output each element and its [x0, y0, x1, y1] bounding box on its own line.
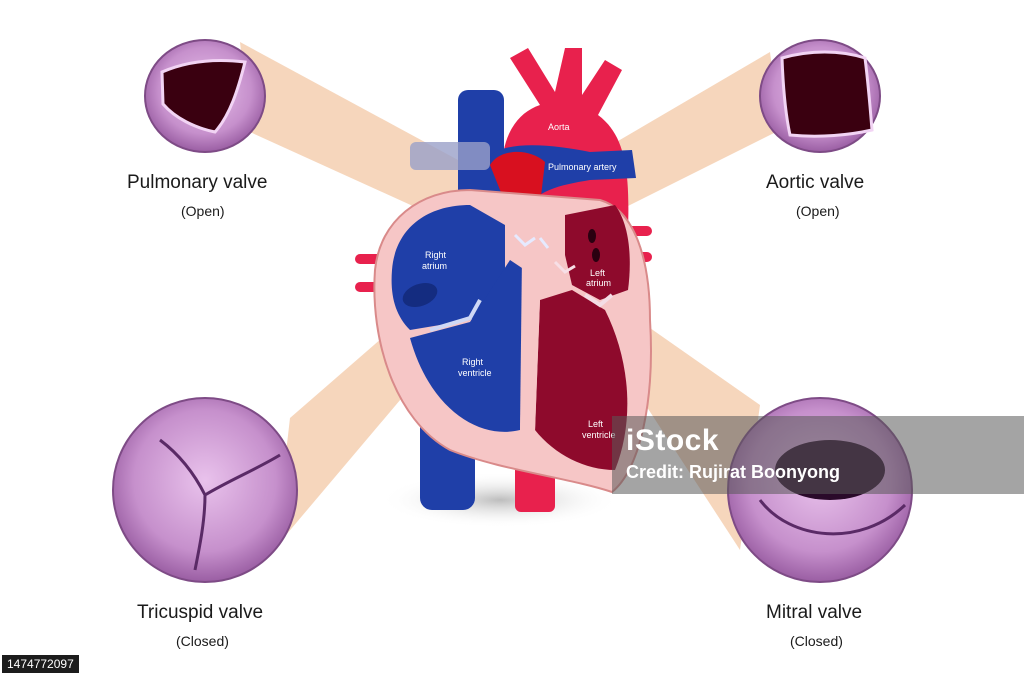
watermark-brand: iStock — [626, 424, 720, 457]
stock-id-badge: 1474772097 — [2, 655, 79, 673]
tricuspid-closure-lines — [159, 438, 281, 571]
label-right-ventricle-line2: ventricle — [458, 368, 492, 378]
tricuspid-valve-title: Tricuspid valve — [137, 602, 264, 623]
label-pulmonary-artery: Pulmonary artery — [548, 162, 617, 172]
label-right-atrium-line1: Right — [425, 250, 447, 260]
aortic-valve-opening — [780, 50, 874, 138]
pulmonary-connector — [240, 42, 495, 232]
left-atrium-opening-2 — [592, 248, 600, 262]
septum — [520, 255, 540, 432]
label-right-atrium-line2: atrium — [422, 261, 447, 271]
heart-body — [373, 188, 652, 494]
left-atrium-opening-1 — [588, 229, 596, 243]
mitral-valve-marker — [583, 293, 614, 308]
left-ventricle — [535, 290, 628, 470]
label-left-atrium-line1: Left — [590, 268, 606, 278]
label-left-atrium-line2: atrium — [586, 278, 611, 288]
label-right-ventricle-line1: Right — [462, 357, 484, 367]
pulmonary-branch-left — [410, 142, 490, 170]
tricuspid-valve-marker — [429, 299, 482, 332]
pulmonary-valve-state: (Open) — [181, 203, 225, 219]
aortic-valve-state: (Open) — [796, 203, 840, 219]
tricuspid-valve-illustration — [112, 397, 298, 583]
tricuspid-valve-state: (Closed) — [176, 633, 229, 649]
label-left-ventricle-line2: ventricle — [582, 430, 616, 440]
aortic-valve-marker — [553, 260, 576, 274]
heart-labels: Aorta Pulmonary artery Right atrium Left… — [422, 122, 617, 440]
pulmonary-valve-opening — [160, 59, 247, 134]
label-left-ventricle-line1: Left — [588, 419, 604, 429]
pulmonary-valve-marker — [513, 233, 550, 249]
coronary-sinus — [402, 282, 438, 308]
mitral-closure-line — [758, 499, 907, 536]
right-ventricle — [410, 260, 525, 432]
watermark-banner — [612, 416, 1024, 494]
aortic-valve-title: Aortic valve — [766, 172, 865, 193]
label-aorta: Aorta — [548, 122, 570, 132]
watermark-credit: Credit: Rujirat Boonyong — [626, 462, 840, 482]
pulmonary-valve-title: Pulmonary valve — [127, 172, 268, 193]
mitral-valve-title: Mitral valve — [766, 602, 863, 623]
mitral-valve-state: (Closed) — [790, 633, 843, 649]
pulmonary-valve-illustration — [144, 39, 266, 153]
aortic-valve-illustration — [759, 39, 881, 153]
